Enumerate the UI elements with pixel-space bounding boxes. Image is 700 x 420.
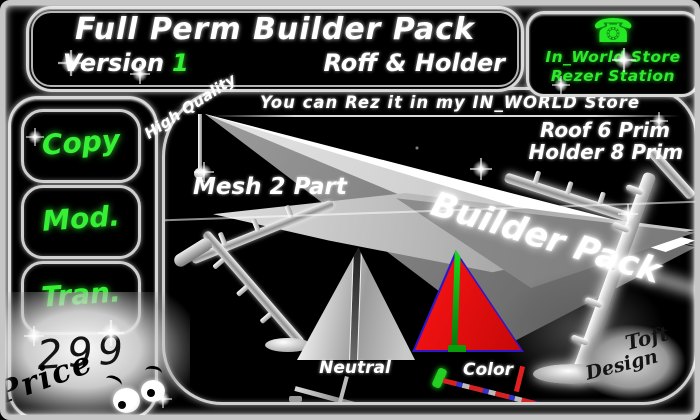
rez-note-underline [210, 115, 680, 117]
copy-permission-badge: Copy [21, 109, 141, 183]
neutral-triangle-stripe [349, 248, 362, 360]
store-badge-line1: In_World Store [545, 48, 681, 66]
signature-line2: Design [583, 345, 661, 385]
roof-corner-pole [198, 114, 202, 172]
telephone-icon: ☎ [592, 11, 634, 50]
color-triangle-foot [448, 345, 466, 352]
price-tag: 299 Price [0, 292, 190, 420]
store-badge: ☎ In_World Store Rezer Station [526, 11, 700, 97]
holder-prim-count: Holder 8 Prim [528, 140, 683, 164]
eyebrow-right-icon [144, 364, 163, 380]
poster-title: Full Perm Builder Pack [75, 12, 475, 47]
mini-neutral-foot [289, 396, 302, 402]
mesh-part-count: Mesh 2 Part [193, 174, 347, 200]
modify-permission-badge: Mod. [21, 185, 141, 259]
product-name: Roff & Holder [323, 49, 506, 77]
color-variant-label: Color [462, 360, 514, 380]
googly-eye-right-icon [141, 380, 165, 402]
copy-permission-label: Copy [40, 123, 122, 162]
version-number: 1 [172, 49, 189, 77]
version-word: Version [63, 49, 165, 77]
roof-prim-count: Roof 6 Prim [539, 118, 670, 142]
signature-blob: Toft Design [563, 316, 695, 402]
artwork-frame: You can Rez it in my IN_WORLD Store Roof… [162, 87, 698, 405]
modify-permission-label: Mod. [41, 199, 121, 238]
rez-note: You can Rez it in my IN_WORLD Store [259, 93, 641, 112]
title-banner-inner-border [31, 11, 519, 87]
holder-base-plate [265, 338, 311, 352]
neutral-variant-label: Neutral [319, 358, 391, 378]
googly-eye-left-icon [113, 388, 140, 413]
store-badge-line2: Rezer Station [550, 67, 676, 85]
